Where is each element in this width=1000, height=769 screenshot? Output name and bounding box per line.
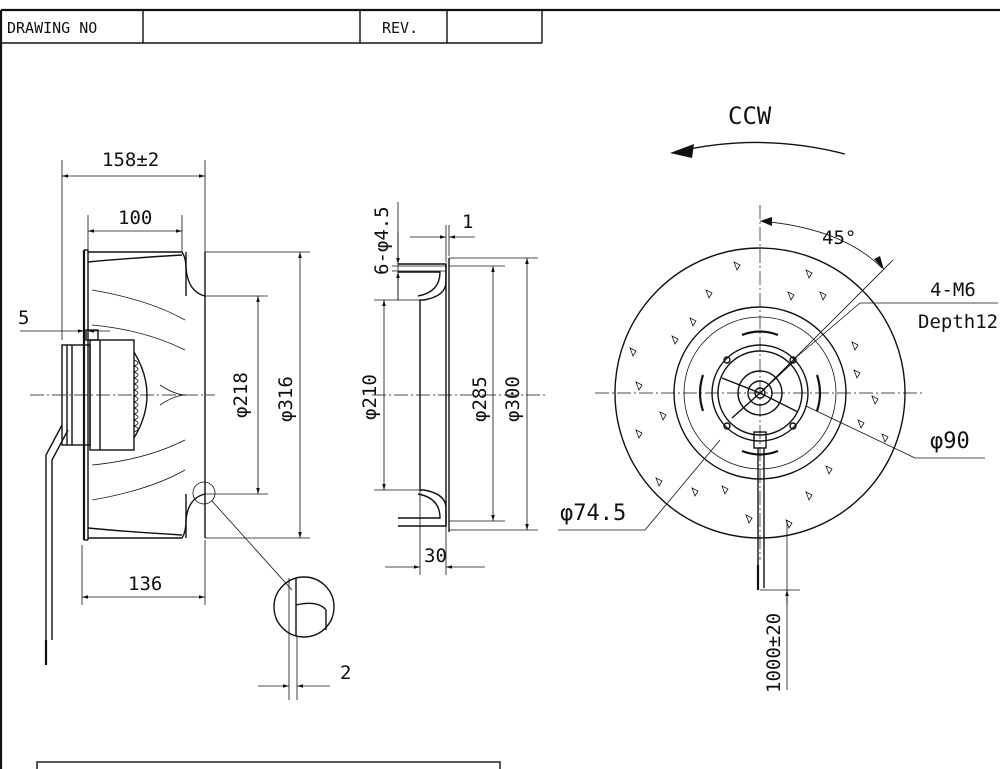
dim-mount-depth: 136 [128, 573, 162, 595]
thread-depth: Depth12 [918, 311, 998, 333]
thread-spec: 4-M6 [930, 279, 976, 301]
inlet-ring-view [372, 202, 545, 575]
dim-ring-bolt-circle: φ285 [469, 376, 491, 422]
dim-ring-thickness: 1 [462, 211, 473, 233]
dim-hub-diameter: φ90 [930, 429, 970, 454]
drawing-frame [0, 8, 1000, 769]
rotation-direction: CCW [728, 102, 772, 130]
front-view [558, 141, 998, 690]
side-view [20, 160, 335, 700]
dim-cable-length: 1000±20 [763, 613, 785, 693]
dim-impeller-depth: 100 [118, 207, 152, 229]
drawing-no-label: DRAWING NO [7, 19, 97, 37]
dim-inner-diameter: φ218 [230, 372, 252, 418]
dim-detail-gap: 2 [340, 662, 351, 684]
blade-windows [629, 261, 889, 529]
dim-ring-inner-diameter: φ210 [359, 374, 381, 420]
dim-ring-outer-diameter: φ300 [502, 376, 524, 422]
dim-ring-depth: 30 [424, 545, 447, 567]
dim-angle: 45° [822, 227, 856, 249]
dim-ring-holes: 6-φ4.5 [371, 206, 393, 275]
dim-overall-depth: 158±2 [102, 149, 159, 171]
dim-outer-diameter: φ316 [275, 376, 297, 422]
dim-bolt-circle: φ74.5 [560, 501, 626, 526]
dim-flange-offset: 5 [18, 307, 29, 329]
rev-label: REV. [382, 19, 418, 37]
